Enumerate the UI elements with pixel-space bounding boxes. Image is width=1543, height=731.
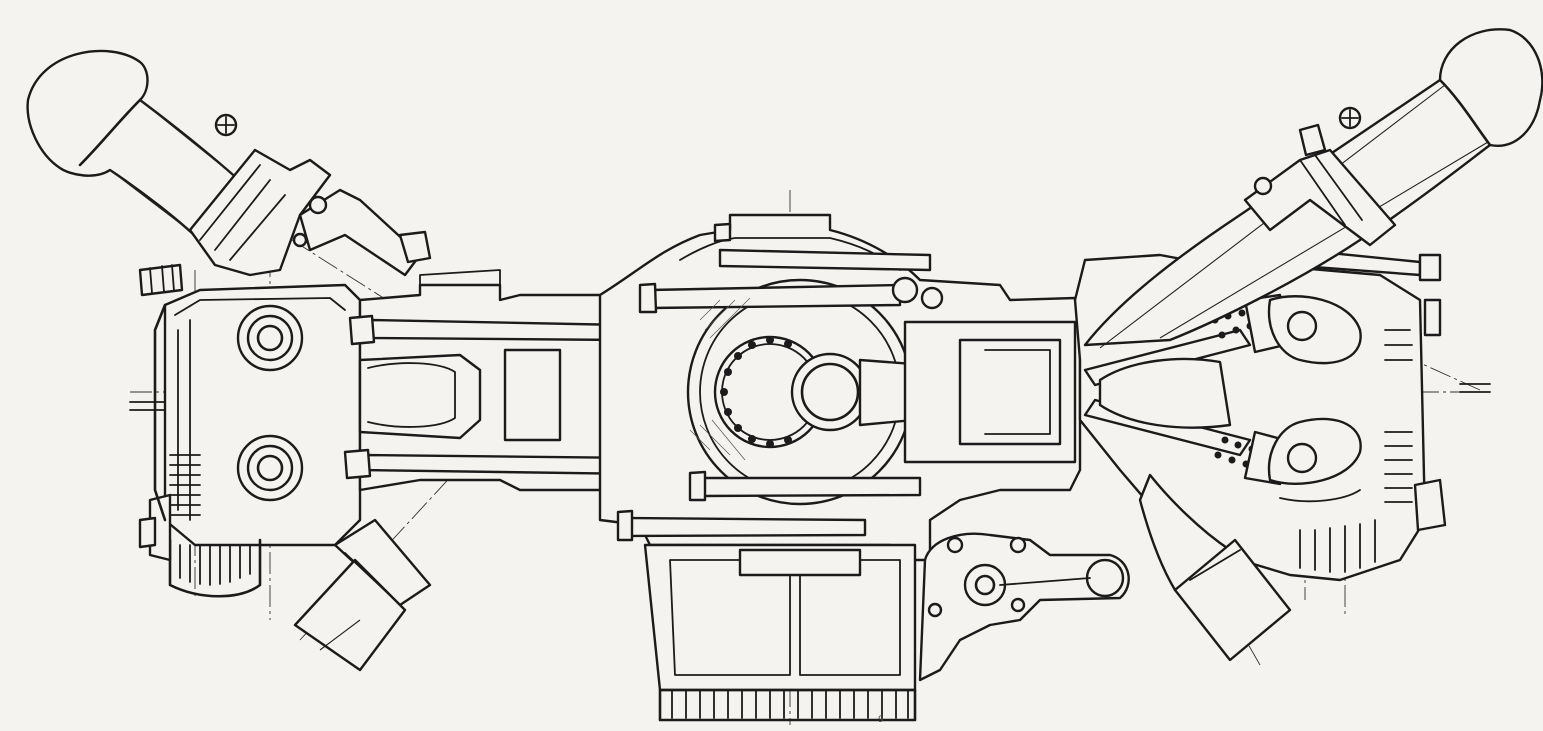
left-cylinder-head [138, 283, 362, 598]
oil-sump [643, 543, 917, 722]
right-exhaust-pipe [1138, 473, 1292, 662]
left-cylinder [343, 269, 642, 492]
roller-bearing [720, 336, 792, 448]
left-carburettor [138, 113, 432, 297]
right-intake-trumpet [1083, 28, 1543, 349]
crankcase [598, 213, 1082, 562]
left-exhaust-pipe [293, 518, 432, 672]
oil-pump-linkage [918, 532, 1130, 682]
left-outer-casing [129, 303, 1491, 522]
page-number: 9 [878, 715, 884, 725]
